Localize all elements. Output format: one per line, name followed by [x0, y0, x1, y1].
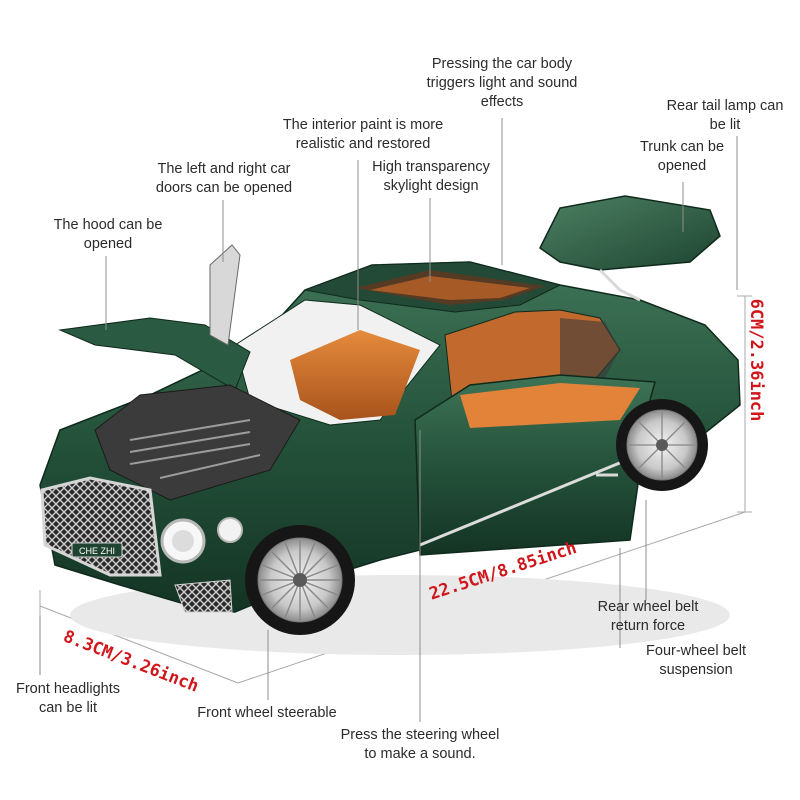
label-line: Trunk can be [639, 139, 725, 155]
label-line: Press the steering wheel [340, 727, 500, 743]
label-line: skylight design [383, 178, 479, 194]
label-line: Rear wheel belt [597, 599, 699, 615]
dimension-height: 6CM/2.36inch [746, 298, 766, 422]
leader-lines [39, 118, 738, 722]
label-doors: The left and right car doors can be open… [134, 160, 314, 198]
label-suspension: Four-wheel belt suspension [626, 642, 766, 680]
label-line: The left and right car [157, 161, 291, 177]
label-line: can be lit [38, 700, 98, 716]
label-line: Front headlights [16, 681, 120, 697]
label-line: opened [83, 236, 133, 252]
label-line: Pressing the car body [431, 56, 573, 72]
label-skylight: High transparency skylight design [356, 158, 506, 196]
label-line: be lit [709, 117, 741, 133]
label-tail-lamp: Rear tail lamp can be lit [650, 97, 800, 135]
label-line: opened [657, 158, 707, 174]
label-line: suspension [659, 662, 733, 678]
label-body-press: Pressing the car body triggers light and… [392, 55, 612, 112]
plate-text: CHE ZHI [79, 546, 115, 556]
label-line: Four-wheel belt [646, 643, 746, 659]
label-hood: The hood can be opened [38, 216, 178, 254]
label-line: realistic and restored [295, 136, 431, 152]
label-line: return force [610, 618, 686, 634]
label-front-wheel: Front wheel steerable [178, 704, 356, 723]
label-interior: The interior paint is more realistic and… [258, 116, 468, 154]
label-headlights: Front headlights can be lit [0, 680, 136, 718]
label-steering: Press the steering wheel to make a sound… [320, 726, 520, 764]
label-line: The interior paint is more [282, 117, 444, 133]
car-model: CHE ZHI [39, 195, 741, 655]
label-line: High transparency [372, 159, 490, 175]
label-line: triggers light and sound [426, 75, 578, 91]
label-line: Front wheel steerable [197, 705, 337, 721]
label-line: to make a sound. [364, 746, 476, 762]
label-line: Rear tail lamp can [666, 98, 784, 114]
label-line: effects [480, 94, 524, 110]
label-trunk: Trunk can be opened [612, 138, 752, 176]
label-rear-wheel: Rear wheel belt return force [578, 598, 718, 636]
rear-wheel [616, 399, 708, 491]
front-wheel [245, 525, 355, 635]
label-line: The hood can be [53, 217, 163, 233]
label-line: doors can be opened [155, 180, 293, 196]
